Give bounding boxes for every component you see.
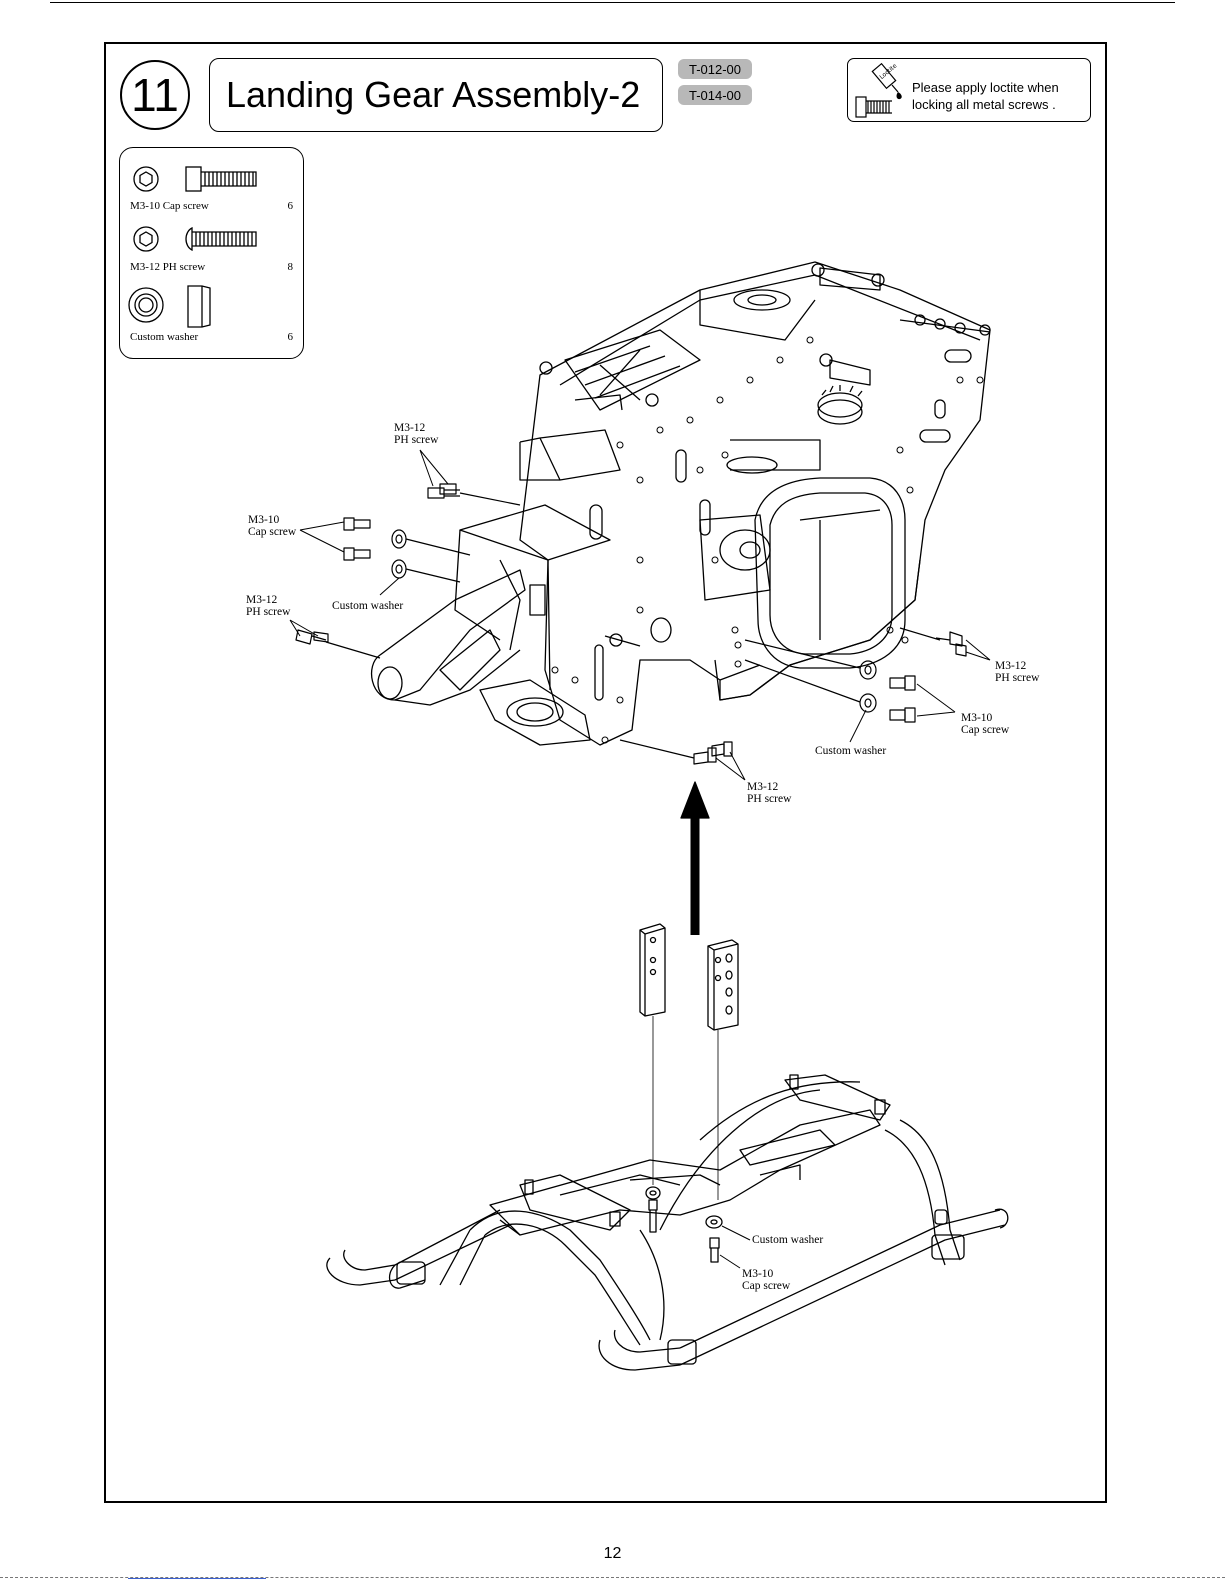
parts-list: M3-10 Cap screw 6 M3-12 PH screw 8 Custo… — [119, 147, 304, 359]
frame-assembly — [371, 261, 991, 746]
part-qty-1: 6 — [287, 200, 294, 212]
part-name-1: M3-10 Cap screw — [130, 200, 209, 212]
loctite-note: Loctite Please apply loctite when lockin… — [847, 58, 1091, 122]
part-code-badge-1: T-012-00 — [678, 59, 752, 79]
part-code-badge-2: T-014-00 — [678, 85, 752, 105]
bottom-link-underline — [128, 1578, 266, 1579]
loctite-line-2: locking all metal screws . — [912, 97, 1056, 112]
washer-icon — [128, 285, 211, 328]
part-qty-2: 8 — [287, 261, 294, 273]
callout-ph-screw-top: M3-12 PH screw — [394, 422, 439, 446]
part-name-3: Custom washer — [130, 331, 199, 343]
step-title: Landing Gear Assembly-2 — [209, 58, 663, 132]
page-frame — [104, 42, 1107, 1503]
part-name-2: M3-12 PH screw — [130, 261, 206, 273]
landing-gear — [326, 1074, 1009, 1371]
loctite-bottle-icon: Loctite — [855, 62, 902, 118]
cap-screw-icon — [133, 166, 257, 192]
callout-cap-screw-right: M3-10 Cap screw — [961, 712, 1010, 736]
callout-cap-screw-gear: M3-10 Cap screw — [742, 1268, 791, 1292]
ph-screw-icon — [133, 226, 257, 252]
callout-ph-screw-right: M3-12 PH screw — [995, 660, 1040, 684]
callout-washer-left: Custom washer — [332, 600, 404, 612]
parts-list-drawings — [128, 166, 257, 328]
callout-cap-screw-left: M3-10 Cap screw — [248, 514, 297, 538]
top-rule — [50, 2, 1175, 3]
callout-washer-right: Custom washer — [815, 745, 887, 757]
mounting-blocks — [639, 923, 739, 1200]
page-number: 12 — [603, 1545, 622, 1562]
callout-ph-screw-left: M3-12 PH screw — [246, 594, 291, 618]
part-qty-3: 6 — [287, 331, 294, 343]
fastener-drawings — [295, 483, 967, 765]
bottom-rule — [0, 1577, 1225, 1578]
callout-washer-gear: Custom washer — [752, 1234, 824, 1246]
leader-lines — [289, 449, 991, 781]
loctite-line-1: Please apply loctite when — [912, 80, 1059, 95]
callout-ph-screw-bottom: M3-12 PH screw — [747, 781, 792, 805]
step-number: 11 — [120, 60, 190, 130]
